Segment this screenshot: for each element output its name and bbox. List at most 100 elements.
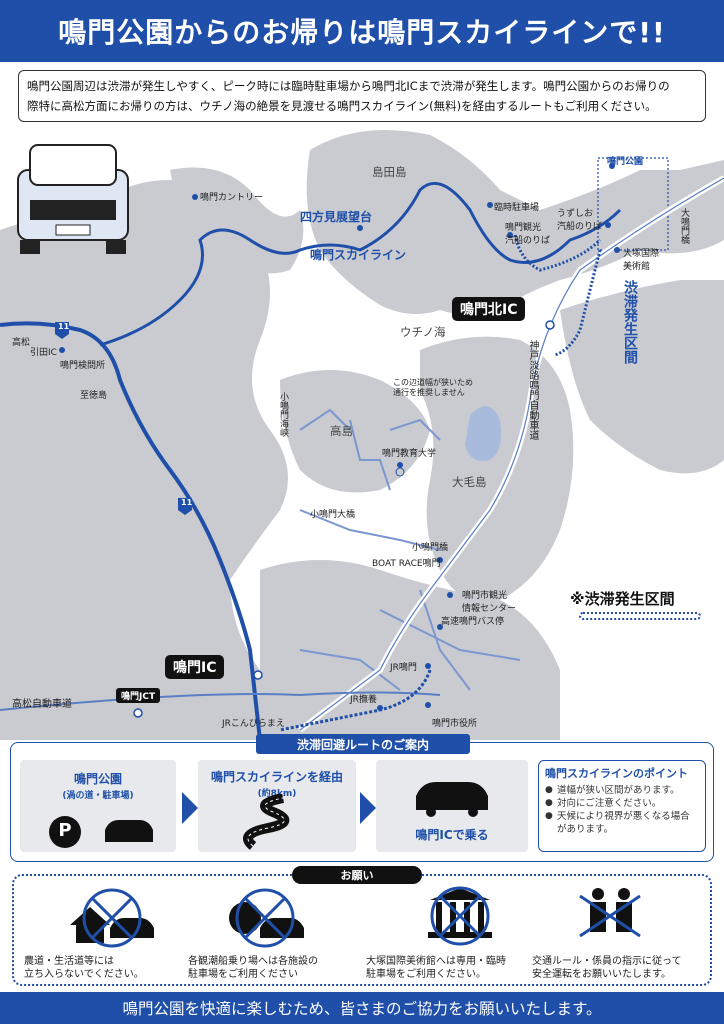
- no-farm-road-icon: [70, 888, 154, 948]
- kanko-kisen-point: [507, 232, 513, 238]
- museum-point: [614, 247, 620, 253]
- naruto-park-dotted-box: [597, 157, 669, 251]
- legend-dotted-sample: [579, 612, 701, 620]
- label-jr-muya: JR撫養: [350, 695, 377, 705]
- naruto-ic-point: [253, 670, 263, 680]
- city-hall-point: [425, 702, 431, 708]
- route-step-1-icons: [49, 816, 153, 848]
- country-point: [192, 194, 198, 200]
- label-konaruto-bridge2: 小鳴門橋: [412, 543, 449, 553]
- label-narrow-road: この辺道幅が狭いため 通行を推奨しません: [393, 378, 473, 397]
- route-step-3-title: 鳴門ICで乗る: [415, 828, 489, 842]
- request-item-3: 大塚国際美術館へは専用・臨時 駐車場をご利用ください。: [366, 956, 506, 980]
- notice-box: 鳴門公園周辺は渋滞が発生しやすく、ピーク時には臨時駐車場から鳴門北ICまで渋滞が…: [18, 70, 706, 122]
- label-naruto-jct: 鳴門JCT: [116, 688, 161, 703]
- points-item-1: 道幅が狭い区間があります。: [545, 784, 699, 797]
- notice-line-1: 鳴門公園周辺は渋滞が発生しやすく、ピーク時には臨時駐車場から鳴門北ICまで渋滞が…: [27, 79, 670, 93]
- request-item-1: 農道・生活道等には 立ち入らないでください。: [24, 956, 144, 980]
- label-takamatsu: 高松: [12, 338, 31, 348]
- rest-point: [437, 624, 443, 630]
- label-kanko-kisen: 鳴門観光 汽船のりば: [505, 223, 551, 246]
- parking-letter: P: [58, 820, 72, 841]
- points-item-3: 天候により視界が悪くなる場合があります。: [545, 810, 699, 836]
- park-point: [609, 163, 615, 169]
- label-univ: 鳴門教育大学: [382, 449, 437, 459]
- area-map: 島田島 鳴門公園 四方見展望台 鳴門スカイライン 鳴門カントリー 臨時駐車場 う…: [0, 130, 724, 740]
- request-item-4: 交通ルール・係員の指示に従って 安全運転をお願いいたします。: [532, 956, 682, 980]
- univ-point: [397, 462, 403, 468]
- jr-muya-point: [377, 705, 383, 711]
- label-jr-konpira: JRこんぴらまえ: [222, 719, 285, 729]
- skyline-points-box: 鳴門スカイラインのポイント 道幅が狭い区間があります。 対向にご注意ください。 …: [538, 760, 706, 852]
- boat-race-point: [437, 557, 443, 563]
- staff-icon: [579, 888, 641, 938]
- label-shimadajima: 島田島: [372, 165, 407, 179]
- label-takamatsu-expwy: 高松自動車道: [12, 699, 72, 710]
- skyline-route: [99, 181, 622, 347]
- label-skyline: 鳴門スカイライン: [310, 248, 407, 262]
- toll-point: [59, 347, 65, 353]
- route-guide-title: 渋滞回避ルートのご案内: [256, 734, 470, 754]
- route-step-2-title: 鳴門スカイラインを経由: [210, 770, 343, 784]
- label-bus-stop: 高速鳴門バス停: [441, 617, 505, 627]
- winding-road-icon: [243, 794, 290, 850]
- label-naruto-park: 鳴門公園: [607, 157, 644, 167]
- jr-naruto-point: [425, 663, 431, 669]
- land-shimadajima: [306, 130, 724, 315]
- route-11-shield-2: [178, 498, 192, 515]
- naruto-kita-ic-point: [545, 320, 555, 330]
- label-onaruto-bridge: 大鳴門橋: [679, 208, 689, 244]
- arrow-icon-1: [182, 792, 198, 824]
- points-item-2: 対向にご注意ください。: [545, 797, 699, 810]
- label-congestion-vert: 渋滞発生区間: [622, 280, 638, 364]
- land-west: [0, 180, 288, 740]
- label-naruto-toll: 鳴門検問所: [60, 361, 106, 371]
- label-ogejima: 大毛島: [452, 475, 487, 489]
- label-congestion-legend: ※渋滞発生区間: [570, 590, 675, 608]
- route-step-2-sub: (約8km): [257, 789, 297, 799]
- label-kobe-awaji: 神戸淡路鳴門自動車道: [527, 340, 538, 440]
- route-11: [0, 321, 262, 740]
- arrow-icon-2: [360, 792, 376, 824]
- land-uchinoumi-lake: [465, 406, 502, 461]
- land-east: [560, 280, 724, 474]
- route-step-1: 鳴門公園 (渦の道・駐車場) P: [20, 760, 176, 852]
- label-country: 鳴門カントリー: [200, 193, 264, 203]
- notice-line-2: 際特に高松方面にお帰りの方は、ウチノ海の絶景を見渡せる鳴門スカイライン(無料)を…: [27, 99, 657, 113]
- route-step-2: 鳴門スカイラインを経由 (約8km): [198, 760, 356, 852]
- parking-icon: [49, 816, 81, 848]
- naruto-jct-point: [133, 708, 143, 718]
- route-step-3: 鳴門ICで乗る: [376, 760, 528, 852]
- uzushio-point: [605, 222, 611, 228]
- congestion-path: [554, 249, 602, 357]
- footer-banner: 鳴門公園を快適に楽しむため、皆さまのご協力をお願いいたします。: [0, 992, 724, 1024]
- label-route11-shield-2: 11: [181, 498, 193, 507]
- route-step-1-title: 鳴門公園: [73, 772, 122, 786]
- parking-point: [487, 202, 493, 208]
- expressway-outline: [299, 177, 724, 731]
- label-jr-naruto: JR鳴門: [390, 663, 417, 673]
- label-konaruto-kaikyo: 小鳴門海峡: [278, 392, 288, 437]
- request-item-2: 各観潮船乗り場へは各施設の 駐車場をご利用ください: [188, 956, 318, 980]
- no-museum-icon: [428, 886, 492, 946]
- label-otsuka-museum: 大塚国際 美術館: [623, 249, 660, 272]
- label-takashima: 高島: [330, 424, 353, 438]
- requests-icons: [70, 886, 641, 948]
- label-route11-shield-1: 11: [58, 322, 70, 331]
- no-parking-icon: [229, 888, 304, 948]
- label-uzushio-kisen: うずしお 汽船のりば: [557, 209, 603, 232]
- route-11-shield-1: [55, 322, 69, 339]
- land-takashima: [280, 370, 430, 493]
- label-uchinoumi: ウチノ海: [400, 325, 446, 339]
- label-hikita-ic: 引田IC: [30, 348, 57, 358]
- label-konaruto-bridge: 小鳴門大橋: [310, 510, 356, 520]
- label-naruto-ic: 鳴門IC: [165, 655, 225, 679]
- points-title: 鳴門スカイラインのポイント: [545, 767, 688, 780]
- label-tourism: 鳴門市観光 情報センター: [462, 591, 517, 614]
- university-symbol: [395, 467, 405, 477]
- map-canvas: [0, 130, 724, 740]
- route-step-1-sub: (渦の道・駐車場): [62, 791, 134, 801]
- land-south: [260, 560, 560, 740]
- takamatsu-expressway: [0, 691, 441, 711]
- land-north-west: [170, 167, 304, 274]
